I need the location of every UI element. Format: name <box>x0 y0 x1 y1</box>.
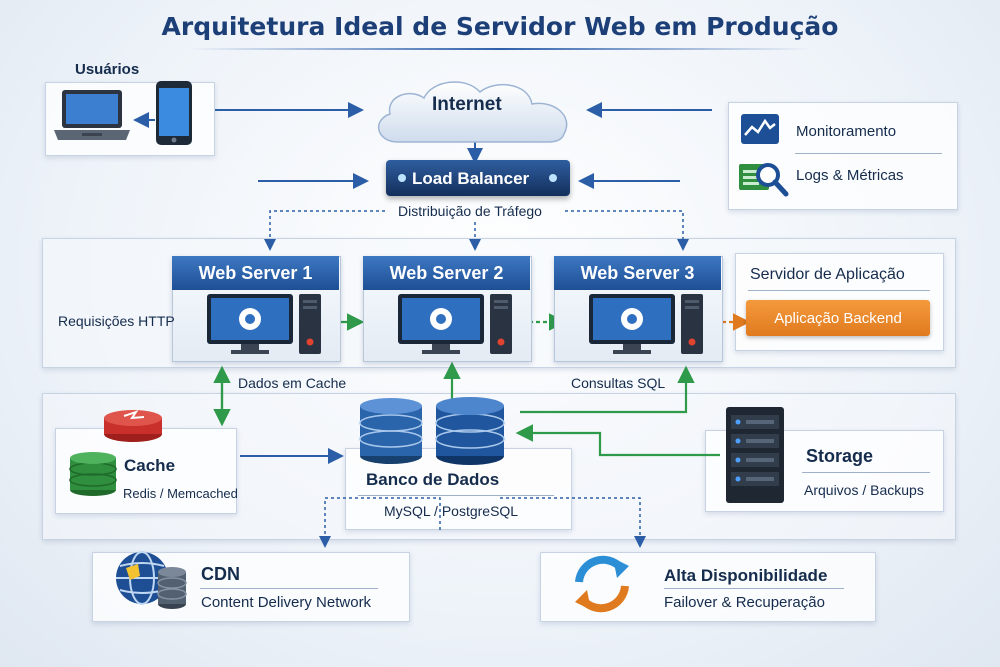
monitor-chart-icon <box>741 114 779 144</box>
logs-magnifier-icon <box>739 163 789 197</box>
web-server-2-computer-icon <box>398 294 512 354</box>
web-server-2-title: Web Server 2 <box>363 256 530 290</box>
storage-rack-icon <box>726 407 784 503</box>
cdn-divider <box>200 588 378 589</box>
load-balancer-led-icon <box>398 174 406 182</box>
distribution-lines <box>264 210 689 548</box>
cache-flow-label: Dados em Cache <box>238 375 347 391</box>
users-label: Usuários <box>75 61 140 78</box>
dist-db-ha <box>500 497 646 548</box>
failover-sync-icon <box>575 555 629 613</box>
database-subtitle: MySQL / PostgreSQL <box>384 503 519 519</box>
title-underline <box>190 48 810 50</box>
database-divider <box>358 495 554 496</box>
ha-divider <box>664 588 844 589</box>
green-arrows <box>213 313 720 457</box>
web-server-1-computer-icon <box>207 294 321 354</box>
internet-label: Internet <box>432 94 502 115</box>
app-server-divider <box>748 290 930 291</box>
load-balancer-led-icon-right <box>549 174 557 182</box>
laptop-icon <box>54 90 130 140</box>
cdn-subtitle: Content Delivery Network <box>201 594 372 611</box>
backend-app-label: Aplicação Backend <box>774 310 902 327</box>
dist-db-cdn <box>319 497 441 548</box>
cache-memcached-icon <box>69 452 117 496</box>
app-server-title: Servidor de Aplicação <box>750 266 905 283</box>
diagram-title: Arquitetura Ideal de Servidor Web em Pro… <box>161 12 839 41</box>
arrow-db-ws3 <box>520 365 695 414</box>
cdn-globe-icon <box>116 551 187 609</box>
cdn-title: CDN <box>201 564 240 584</box>
monitoring-divider <box>795 153 942 154</box>
cache-title: Cache <box>124 456 176 475</box>
http-requests-label: Requisições HTTP <box>58 313 175 329</box>
storage-divider <box>802 472 930 473</box>
load-balancer-box <box>386 160 570 196</box>
web-server-3-title: Web Server 3 <box>554 256 721 290</box>
web-server-1-title: Web Server 1 <box>172 256 339 290</box>
storage-title: Storage <box>806 446 874 466</box>
traffic-distribution-label: Distribuição de Tráfego <box>398 203 542 219</box>
web-server-3-computer-icon <box>589 294 703 354</box>
backend-app-box <box>746 300 930 336</box>
smartphone-icon <box>156 81 192 145</box>
cache-redis-icon <box>104 410 162 442</box>
ha-subtitle: Failover & Recuperação <box>664 594 825 611</box>
dist-line-right <box>565 210 689 251</box>
cache-subtitle: Redis / Memcached <box>123 486 238 501</box>
logs-metrics-label: Logs & Métricas <box>796 167 904 184</box>
internet-cloud-icon <box>378 81 568 143</box>
dist-line-left <box>264 210 385 251</box>
ha-title: Alta Disponibilidade <box>664 566 828 585</box>
storage-subtitle: Arquivos / Backups <box>804 482 924 498</box>
arrow-storage-db <box>515 424 720 457</box>
blue-arrows <box>133 102 712 464</box>
monitoring-label: Monitoramento <box>796 123 897 140</box>
database-cylinders-icon <box>359 397 505 465</box>
load-balancer-label: Load Balancer <box>412 169 530 188</box>
sql-flow-label: Consultas SQL <box>571 375 666 391</box>
database-title: Banco de Dados <box>366 470 500 489</box>
